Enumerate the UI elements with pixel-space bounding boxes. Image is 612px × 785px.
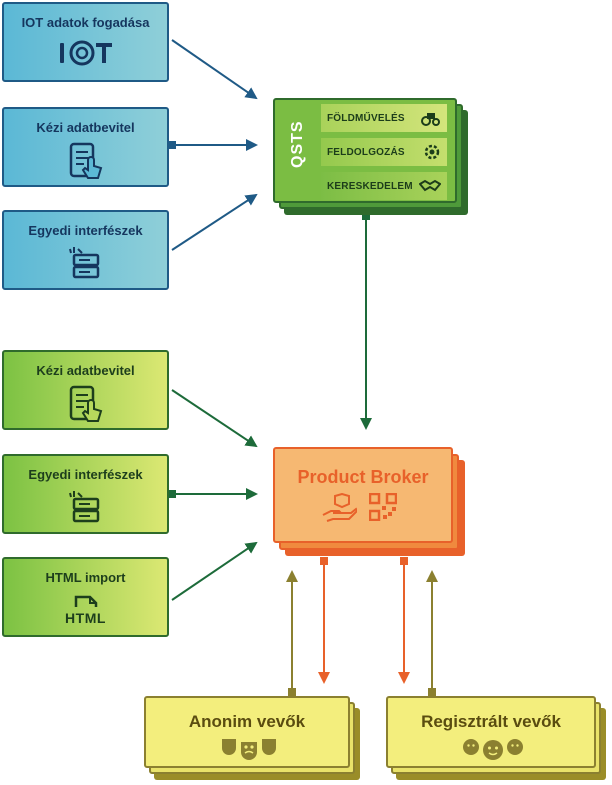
source-box-manual-2-label: Kézi adatbevitel	[36, 363, 135, 378]
qsts-row-farming-label: FÖLDMŰVELÉS	[327, 112, 405, 124]
tractor-icon	[421, 113, 440, 126]
masks-icon	[222, 739, 276, 760]
server-interface-icon	[68, 491, 99, 523]
source-box-manual: Kézi adatbevitel	[2, 107, 169, 187]
html-file-icon: HTML	[64, 593, 108, 631]
source-box-interface-2: Egyedi interfészek	[2, 454, 169, 534]
hand-box-icon	[322, 493, 357, 522]
qsts-row-processing-label: FELDOLGOZÁS	[327, 146, 405, 158]
qsts-row-farming: FÖLDMŰVELÉS	[321, 104, 447, 132]
qsts-row-processing: FELDOLGOZÁS	[321, 138, 447, 166]
tablet-touch-icon	[69, 385, 102, 422]
qsts-label: QSTS	[289, 120, 306, 168]
source-box-interface-label: Egyedi interfészek	[28, 223, 143, 238]
arrow-manual2-to-broker	[171, 389, 258, 448]
source-box-interface: Egyedi interfészek	[2, 210, 169, 290]
source-box-html-label: HTML import	[45, 570, 126, 585]
iot-icon	[59, 40, 112, 66]
qr-code-icon	[369, 493, 397, 521]
qsts-row-trade: KERESKEDELEM	[321, 172, 447, 200]
server-interface-icon	[68, 247, 99, 279]
buyer-anonim-label: Anonim vevők	[188, 712, 306, 731]
source-box-html: HTML import HTML	[2, 557, 169, 637]
qsts-box: QSTS FÖLDMŰVELÉS FELDOLGOZÁS KERESKEDELE…	[273, 98, 457, 203]
source-box-iot: IOT adatok fogadása	[2, 2, 169, 82]
source-box-manual-label: Kézi adatbevitel	[36, 120, 135, 135]
arrow-iot-to-qsts	[171, 39, 258, 100]
source-box-manual-2: Kézi adatbevitel	[2, 350, 169, 430]
broker-label: Product Broker	[297, 467, 429, 487]
broker-box: Product Broker	[273, 447, 453, 543]
html-file-icon-text: HTML	[65, 610, 106, 626]
tablet-touch-icon	[69, 142, 102, 179]
arrow-interface-to-qsts	[171, 193, 258, 251]
gear-icon	[424, 144, 440, 160]
qsts-row-trade-label: KERESKEDELEM	[327, 180, 413, 192]
faces-icon	[463, 739, 523, 760]
buyer-box-anonim: Anonim vevők	[144, 696, 350, 768]
buyer-regisztralt-label: Regisztrált vevők	[421, 712, 561, 731]
source-box-iot-label: IOT adatok fogadása	[21, 15, 150, 30]
buyer-box-regisztralt: Regisztrált vevők	[386, 696, 596, 768]
handshake-icon	[419, 179, 441, 192]
arrow-html-to-broker	[171, 541, 258, 601]
source-box-interface-2-label: Egyedi interfészek	[28, 467, 143, 482]
